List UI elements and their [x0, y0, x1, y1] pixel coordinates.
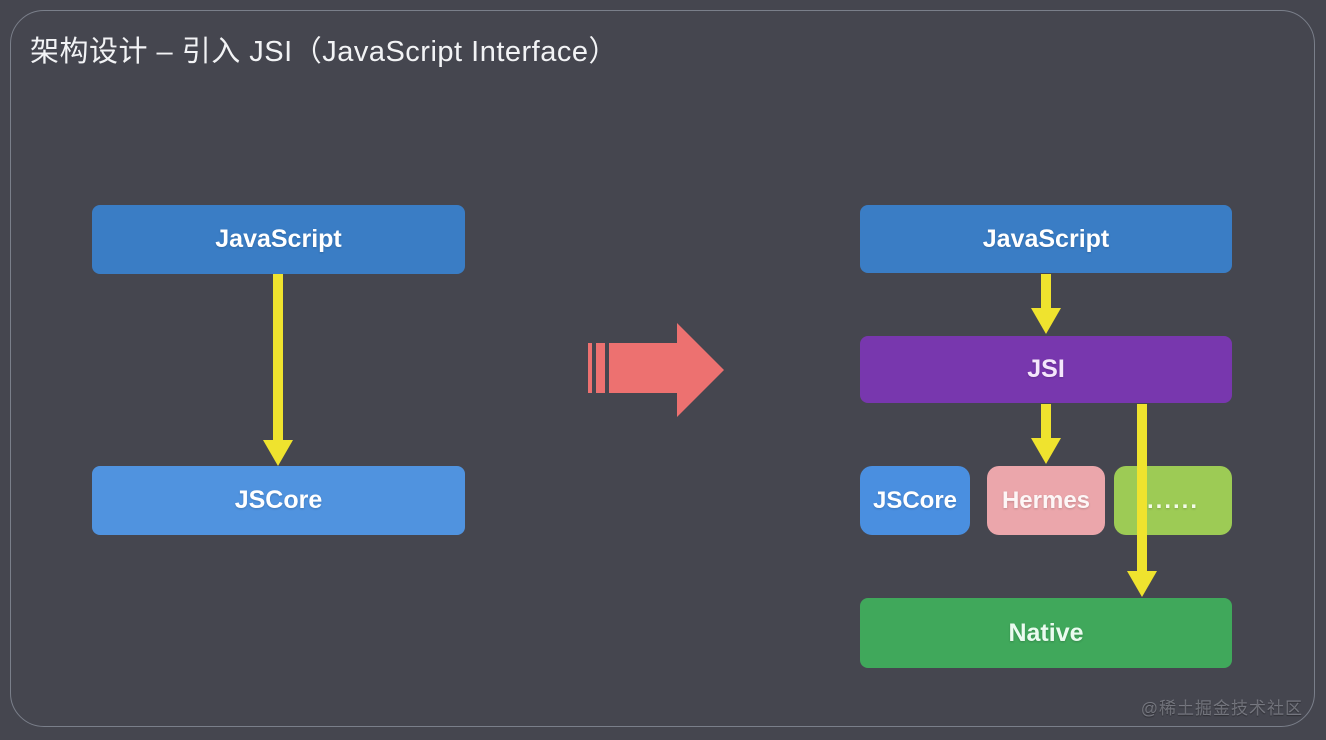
down-arrow-icon	[1127, 404, 1157, 597]
after-hermes-box: Hermes	[987, 466, 1105, 535]
striped-right-arrow-icon	[588, 323, 724, 417]
slide-title: 架构设计 – 引入 JSI（JavaScript Interface）	[30, 36, 618, 68]
after-jscore-box: JSCore	[860, 466, 970, 535]
down-arrow-icon	[1031, 404, 1061, 464]
down-arrow-icon	[1031, 274, 1061, 334]
after-jscore-label: JSCore	[872, 486, 958, 514]
watermark: @稀土掘金技术社区	[1140, 699, 1303, 718]
before-jscore-label: JSCore	[234, 486, 323, 514]
after-javascript-box: JavaScript	[860, 205, 1232, 273]
before-javascript-label: JavaScript	[215, 225, 342, 253]
after-javascript-label: JavaScript	[982, 224, 1110, 253]
after-native-box: Native	[860, 598, 1232, 668]
down-arrow-icon	[263, 274, 293, 466]
after-jsi-label: JSI	[1027, 355, 1065, 383]
before-javascript-box: JavaScript	[92, 205, 465, 274]
after-other-engines-box: ......	[1114, 466, 1232, 535]
after-other-engines-label: ......	[1146, 486, 1199, 514]
after-jsi-box: JSI	[860, 336, 1232, 403]
after-native-label: Native	[1008, 618, 1084, 647]
before-jscore-box: JSCore	[92, 466, 465, 535]
after-hermes-label: Hermes	[1001, 486, 1091, 514]
